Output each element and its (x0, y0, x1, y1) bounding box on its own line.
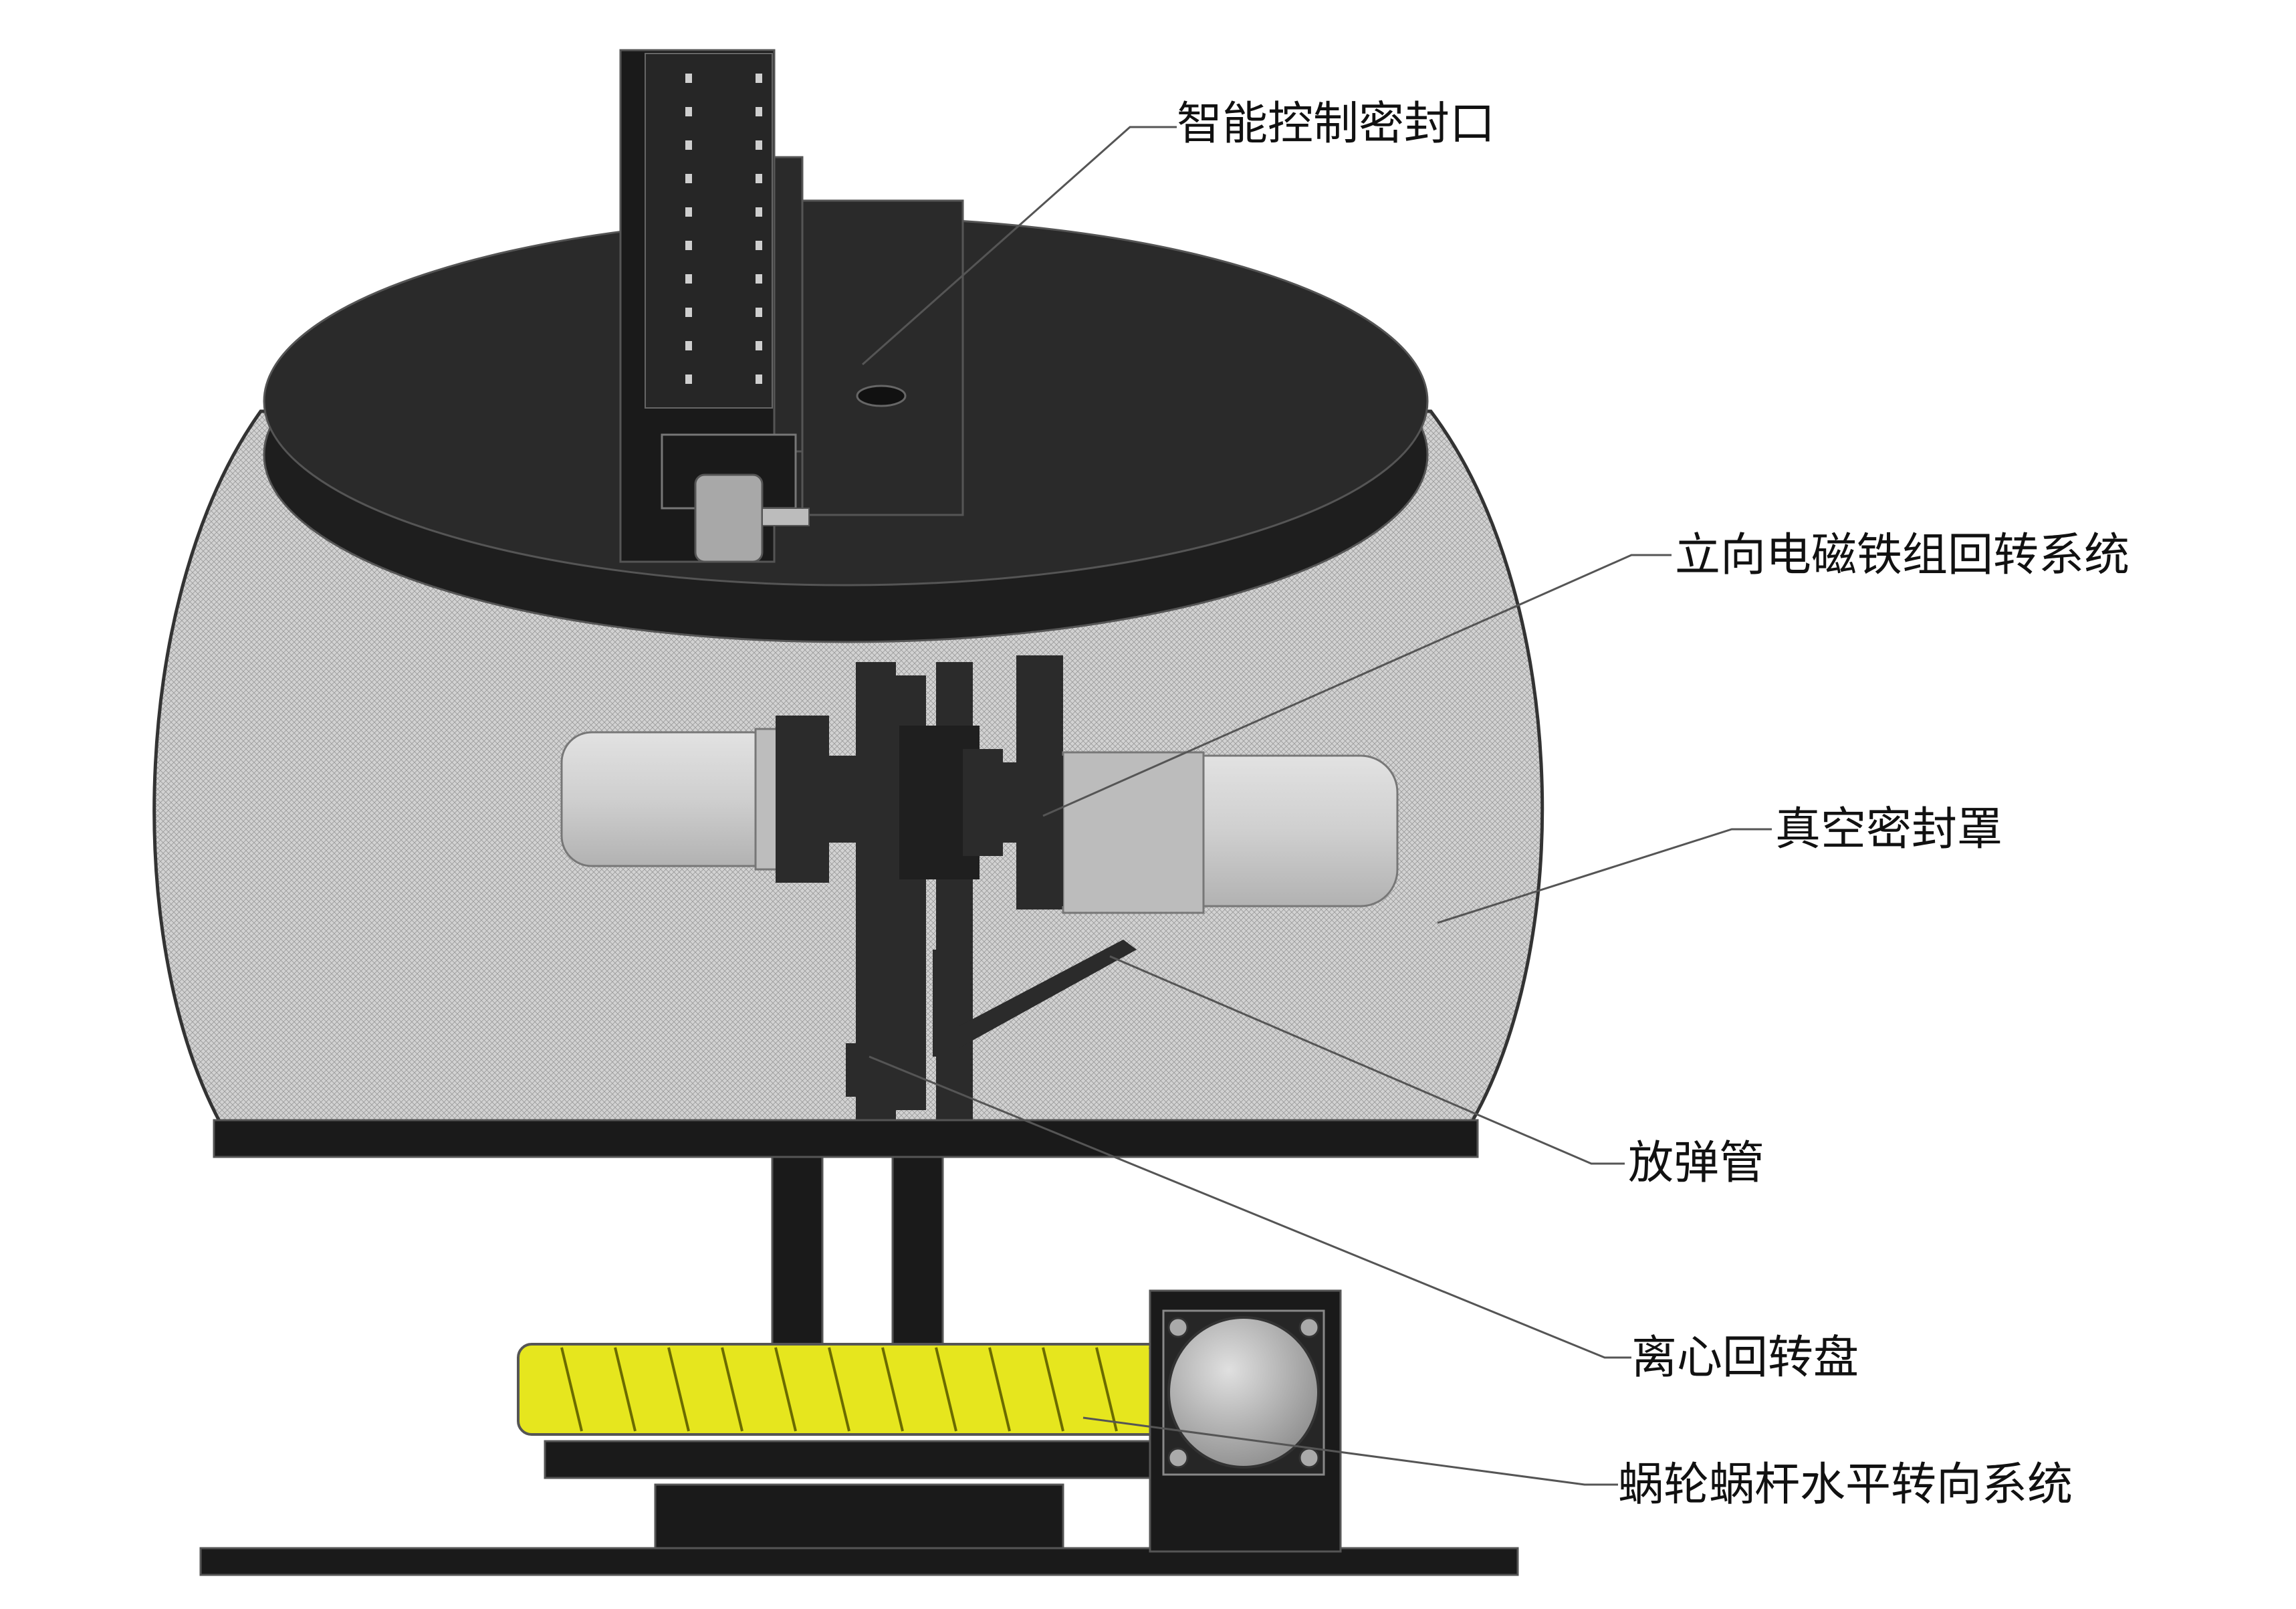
label-seal-port: 智能控制密封口 (1177, 98, 1496, 150)
leader-vacuum-cover (1437, 828, 1772, 924)
ground-plate (199, 1547, 1519, 1576)
seal-port-motor (694, 473, 764, 563)
launch-tube (939, 940, 1137, 1053)
left-magnet-cylinder (560, 731, 784, 867)
rail-bolts (685, 74, 762, 384)
dome-base-plate (213, 1119, 1479, 1158)
leader-vertical-magnet (1042, 554, 1672, 817)
label-vacuum-cover: 真空密封罩 (1775, 803, 2003, 856)
turntable-pedestal (654, 1483, 1064, 1549)
label-launch-tube: 放弹管 (1628, 1137, 1765, 1190)
leader-launch-tube (1109, 955, 1625, 1165)
smart-control-seal-port (619, 49, 964, 563)
gear-base-plate (544, 1440, 1155, 1479)
leader-centrifugal-disc (869, 1055, 1631, 1359)
leader-worm-gear (1082, 1416, 1618, 1486)
label-centrifugal-disc: 离心回转盘 (1631, 1331, 1859, 1384)
centrifugal-disc (846, 1043, 896, 1097)
worm-gear-ring (517, 1343, 1168, 1436)
vertical-magnet-rotation-system (560, 655, 1399, 1123)
leader-lines (862, 126, 1772, 1486)
label-vertical-magnet: 立向电磁铁组回转系统 (1675, 529, 2130, 582)
label-worm-gear: 蜗轮蜗杆水平转向系统 (1618, 1459, 2073, 1511)
leader-seal-port (862, 126, 1177, 366)
worm-drive-motor (1149, 1289, 1342, 1553)
